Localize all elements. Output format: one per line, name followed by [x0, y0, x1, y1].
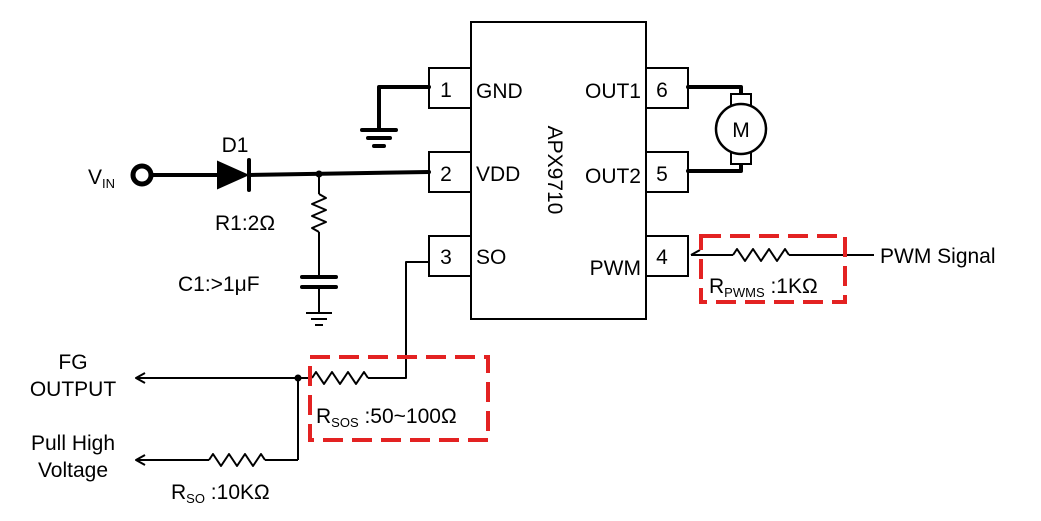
- pin-box-1: [428, 67, 472, 109]
- pin-name-vdd: VDD: [476, 163, 520, 186]
- ground-icon: [306, 312, 332, 326]
- pin-num-5: 5: [656, 163, 668, 186]
- pin-num-3: 3: [440, 246, 452, 269]
- rpwms-highlight-box: [699, 234, 847, 304]
- rpwms-resistor-icon: [732, 248, 790, 262]
- rsos-highlight-box: [308, 355, 490, 442]
- pull-high-label-line2: Voltage: [38, 459, 108, 482]
- pwm-signal-label: PWM Signal: [880, 245, 996, 268]
- capacitor-icon: [300, 275, 338, 289]
- pwm-arrow-icon: [690, 249, 701, 256]
- so-wire: [368, 261, 429, 379]
- r1-label: R1:2Ω: [215, 212, 275, 235]
- rsos-label: RSOS :50~100Ω: [316, 405, 457, 430]
- pin-num-6: 6: [656, 79, 668, 102]
- vin-label: VIN: [88, 166, 115, 191]
- motor-label: M: [732, 119, 750, 142]
- pin-name-so: SO: [476, 246, 506, 269]
- out1-wire: [686, 85, 743, 97]
- pull-high-arrow-icon: [135, 454, 146, 466]
- d1-label: D1: [222, 134, 249, 157]
- fg-output-label-line1: FG: [58, 351, 87, 374]
- ground-icon: [360, 128, 398, 148]
- ic-body: [470, 21, 647, 320]
- pin-num-2: 2: [440, 163, 452, 186]
- r1-resistor-icon: [311, 193, 327, 233]
- pin-box-4: [645, 235, 689, 277]
- fg-arrow-icon: [135, 372, 146, 384]
- pin-box-3: [428, 235, 472, 277]
- pull-high-label-line1: Pull High: [31, 432, 115, 455]
- gnd-wire: [377, 85, 431, 130]
- chip-name: APX9710: [543, 126, 566, 215]
- vdd-wire: [247, 170, 431, 177]
- pin-num-4: 4: [656, 246, 668, 269]
- motor-icon: [714, 93, 768, 165]
- c1-label: C1:>1μF: [178, 273, 260, 296]
- pin-box-2: [428, 151, 472, 193]
- pin-name-pwm: PWM: [590, 257, 641, 280]
- pin-name-out1: OUT1: [585, 80, 641, 103]
- rsos-resistor-icon: [311, 371, 369, 385]
- rpwms-label: RPWMS :1KΩ: [709, 275, 818, 300]
- vin-terminal: [130, 163, 154, 187]
- pin-num-1: 1: [440, 79, 452, 102]
- pin-name-out2: OUT2: [585, 165, 641, 188]
- rso-resistor-icon: [208, 453, 266, 467]
- diode-icon: [217, 158, 251, 192]
- pin-box-6: [645, 67, 689, 109]
- rso-label: RSO :10KΩ: [171, 481, 270, 506]
- pin-name-gnd: GND: [476, 80, 523, 103]
- fg-output-label-line2: OUTPUT: [30, 378, 117, 401]
